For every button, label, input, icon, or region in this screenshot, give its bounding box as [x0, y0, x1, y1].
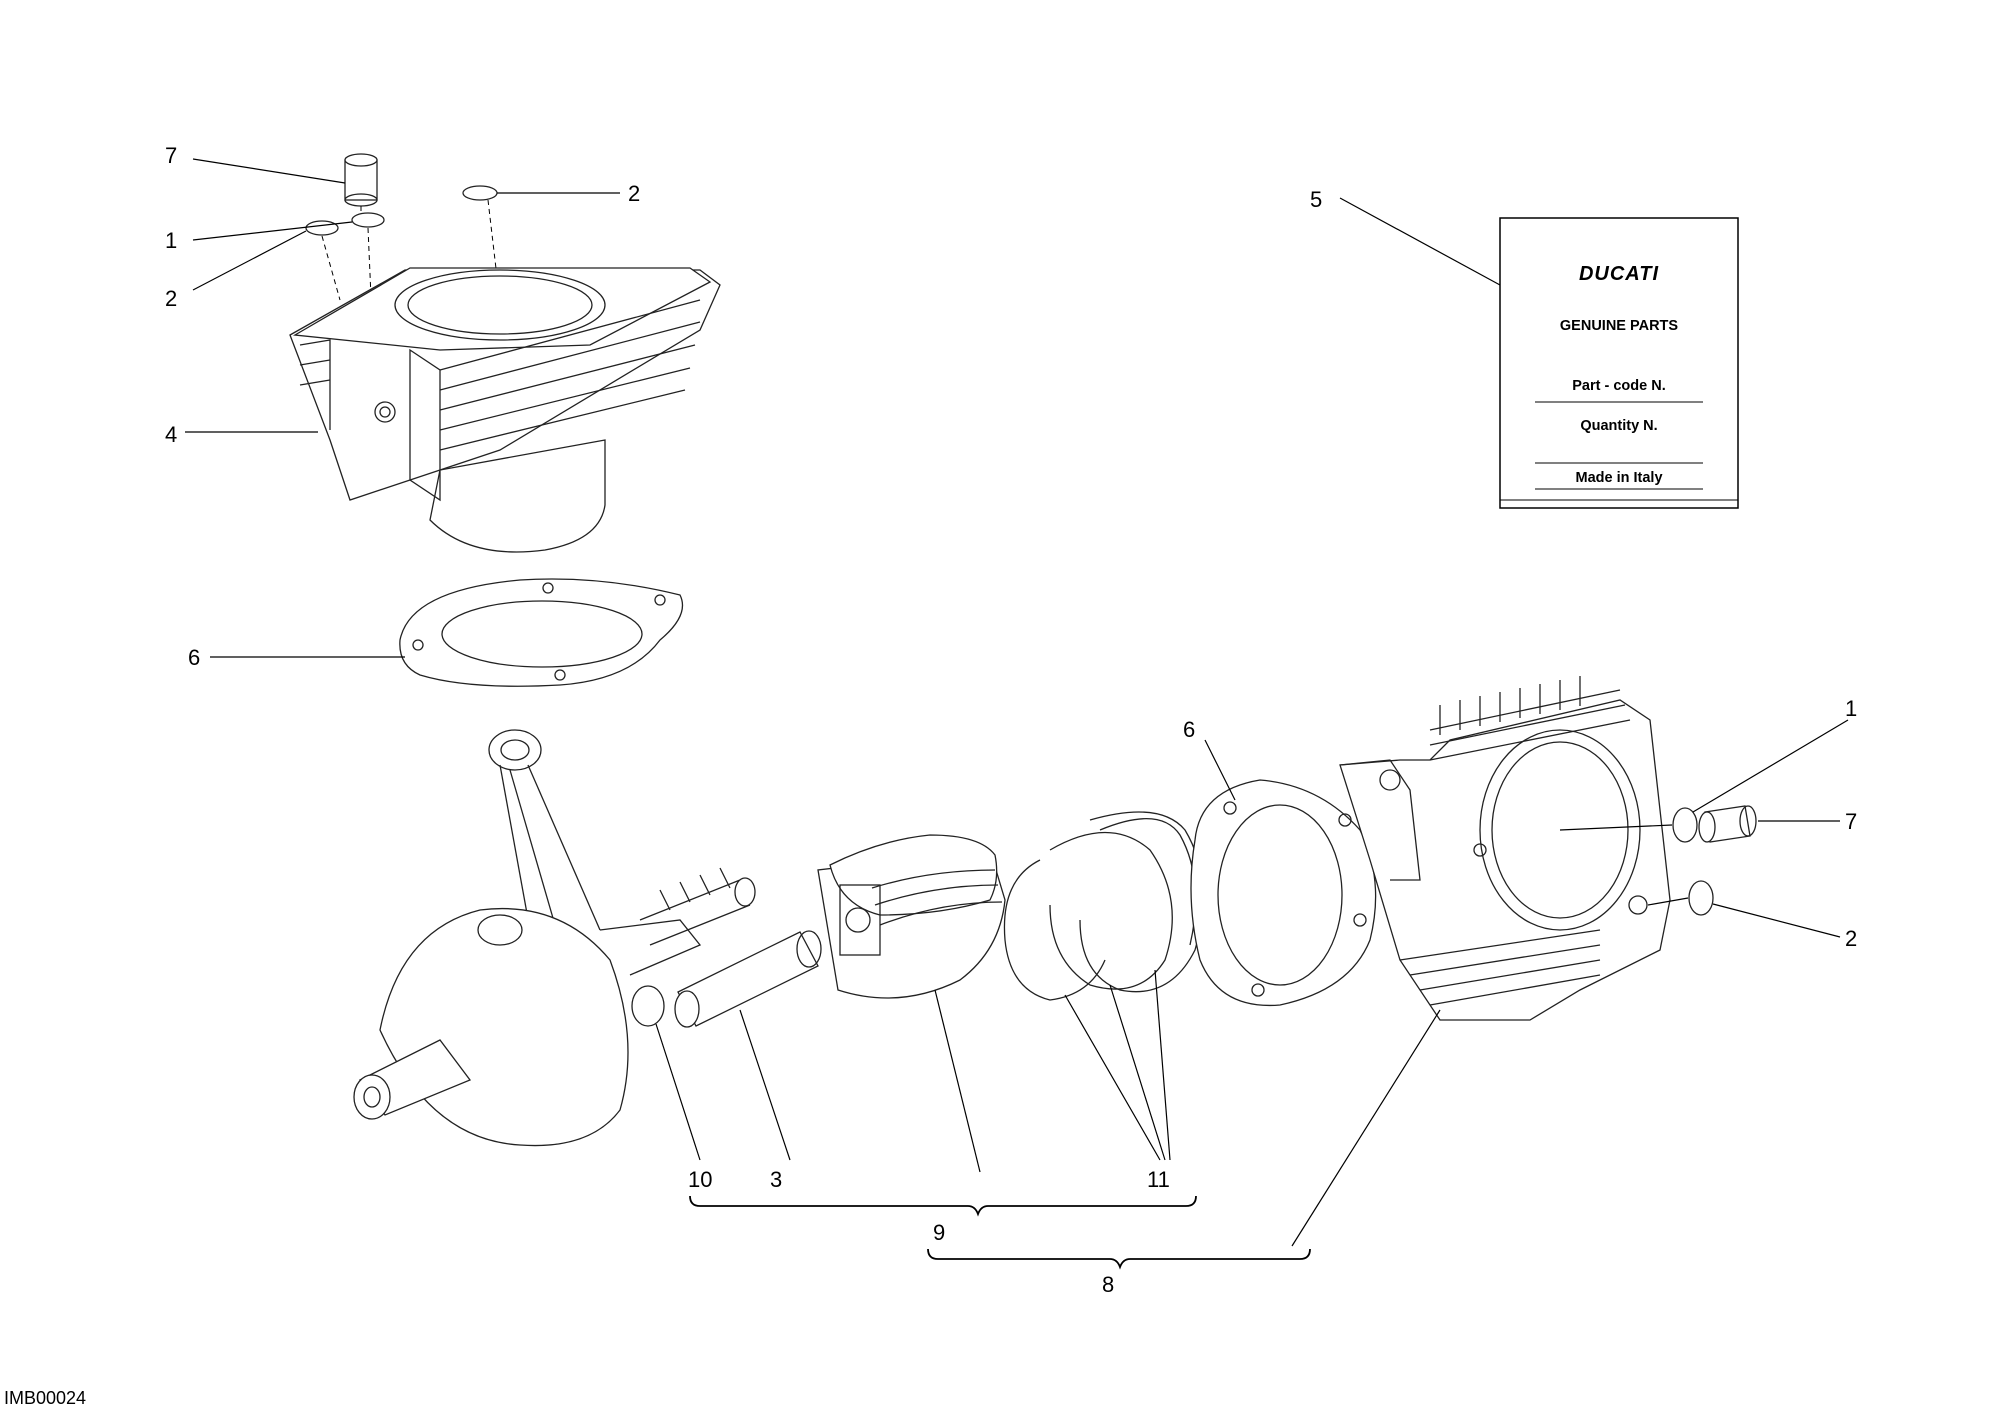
callout-3: 3: [770, 1167, 782, 1192]
brand-logo-text: DUCATI: [1579, 263, 1659, 285]
cylinder-barrel: [289, 267, 721, 553]
cylinder-top: [289, 153, 721, 687]
genuine-parts-label: DUCATI GENUINE PARTS Part - code N. Quan…: [1499, 217, 1739, 509]
callout-10: 10: [688, 1167, 712, 1192]
brace-group-9: [689, 1195, 1197, 1217]
crankshaft-conrod: [353, 729, 756, 1147]
callout-numbers: 7 1 2 2 4 6 5 6 1 7 2 10 3 11 9 8: [165, 143, 1857, 1297]
callout-2-top-right: 2: [628, 181, 640, 206]
made-in-italy-text: Made in Italy: [1575, 470, 1662, 486]
o-ring-1-right: [1672, 807, 1698, 843]
callout-7-top: 7: [165, 143, 177, 168]
o-ring-2-top-right: [462, 185, 498, 201]
o-ring-2-right: [1688, 880, 1714, 916]
callout-6-left: 6: [188, 645, 200, 670]
part-code-text: Part - code N.: [1572, 378, 1665, 394]
o-ring-1-top: [351, 212, 385, 228]
callout-8: 8: [1102, 1272, 1114, 1297]
leader-lines: [185, 158, 1849, 1247]
brace-group-8: [927, 1248, 1311, 1270]
cylinder-barrel-right: [1339, 676, 1671, 1021]
callout-2-top-left: 2: [165, 286, 177, 311]
cylinder-base-gasket-top: [399, 578, 684, 687]
piston-pin: [674, 930, 822, 1028]
callout-11: 11: [1147, 1167, 1170, 1192]
circlip: [631, 985, 665, 1027]
drawing-code: IMB00024: [4, 1388, 86, 1408]
callout-7-right: 7: [1845, 809, 1857, 834]
callout-9: 9: [933, 1220, 945, 1245]
callout-4: 4: [165, 422, 177, 447]
cylinder-base-gasket-right: [1190, 779, 1377, 1007]
o-ring-2-top-left: [305, 220, 339, 236]
callout-1-right: 1: [1845, 696, 1857, 721]
piston: [817, 834, 1006, 999]
callout-1-top: 1: [165, 228, 177, 253]
quantity-text: Quantity N.: [1580, 418, 1657, 434]
callout-5: 5: [1310, 187, 1322, 212]
dowel-bush-top: [344, 153, 378, 207]
callout-2-right: 2: [1845, 926, 1857, 951]
piston-rings: [1003, 811, 1204, 1001]
genuine-parts-text: GENUINE PARTS: [1560, 318, 1678, 334]
dowel-bush-right: [1698, 805, 1757, 843]
callout-6-mid: 6: [1183, 717, 1195, 742]
